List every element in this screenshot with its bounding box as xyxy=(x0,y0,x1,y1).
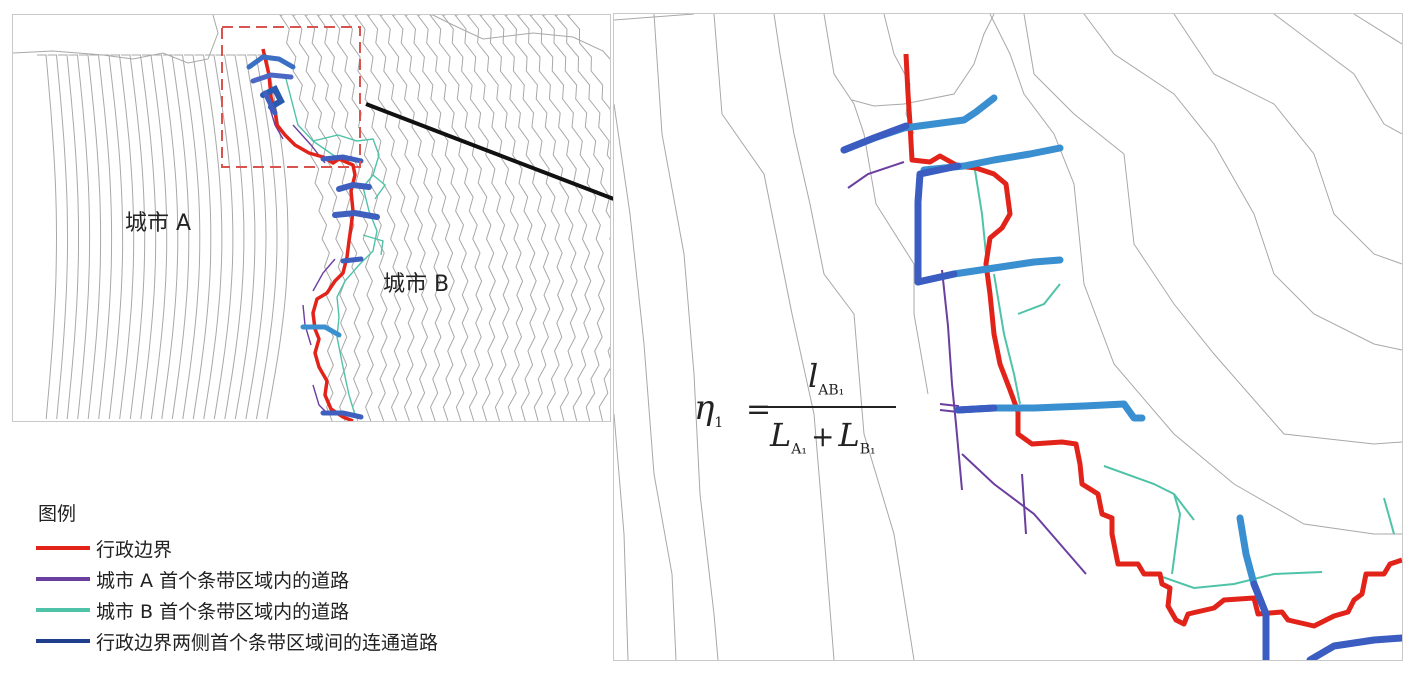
detail-strip-lines xyxy=(614,14,1402,660)
overview-administrative-boundary xyxy=(261,48,357,421)
formula-numerator-symbol: l xyxy=(808,357,819,395)
detail-map xyxy=(613,13,1403,661)
legend-label: 行政边界 xyxy=(96,538,173,561)
legend-item-city-a-roads: 城市 A 首个条带区域内的道路 xyxy=(36,564,349,594)
legend-label: 行政边界两侧首个条带区域间的连通道路 xyxy=(96,631,439,654)
overview-map-canvas xyxy=(13,15,610,421)
formula-eta-subscript: 1 xyxy=(714,414,724,431)
detail-city-b-roads xyxy=(973,163,1395,590)
formula-lhs: η1 xyxy=(694,388,723,431)
legend-swatch-city-b-roads xyxy=(36,608,90,612)
formula-numerator: lAB₁ xyxy=(808,357,844,398)
detail-map-canvas xyxy=(614,14,1402,660)
formula-denominator-b: L xyxy=(838,416,860,454)
legend-item-boundary: 行政边界 xyxy=(36,533,172,563)
inset-extent-box xyxy=(221,26,361,168)
city-a-strip-lines xyxy=(37,54,289,420)
connectivity-formula: η1 = lAB₁ LA₁+LB₁ xyxy=(694,357,924,467)
formula-equals: = xyxy=(746,392,772,427)
legend-swatch-boundary xyxy=(36,546,90,550)
formula-denominator-a: L xyxy=(770,416,792,454)
map-legend: 图例 行政边界 城市 A 首个条带区域内的道路 城市 B 首个条带区域内的道路 … xyxy=(36,499,576,669)
detail-city-a-roads xyxy=(847,161,1087,575)
legend-swatch-city-a-roads xyxy=(36,577,90,581)
overview-connecting-roads xyxy=(246,54,380,420)
formula-denominator-b-subscript: B₁ xyxy=(859,441,876,458)
overview-map: 城市 A 城市 B xyxy=(12,14,611,422)
legend-item-connecting-roads: 行政边界两侧首个条带区域间的连通道路 xyxy=(36,626,438,656)
overview-outer-outline xyxy=(13,15,610,64)
formula-fraction-bar xyxy=(766,406,896,408)
city-a-label: 城市 A xyxy=(125,211,192,236)
city-b-strip-lines xyxy=(279,15,610,421)
legend-title: 图例 xyxy=(38,503,77,525)
legend-item-city-b-roads: 城市 B 首个条带区域内的道路 xyxy=(36,595,349,625)
formula-denominator-a-subscript: A₁ xyxy=(791,441,807,458)
legend-swatch-connecting-roads xyxy=(36,639,90,643)
legend-label: 城市 A 首个条带区域内的道路 xyxy=(96,569,350,592)
formula-denominator: LA₁+LB₁ xyxy=(770,416,876,457)
city-b-label: 城市 B xyxy=(383,272,450,297)
detail-administrative-boundary xyxy=(903,53,1402,629)
legend-label: 城市 B 首个条带区域内的道路 xyxy=(96,600,350,623)
formula-plus: + xyxy=(810,420,835,453)
formula-numerator-subscript: AB₁ xyxy=(818,382,845,399)
formula-eta: η xyxy=(694,388,715,428)
city-b-roads xyxy=(284,74,386,416)
detail-connecting-roads xyxy=(840,94,1402,660)
